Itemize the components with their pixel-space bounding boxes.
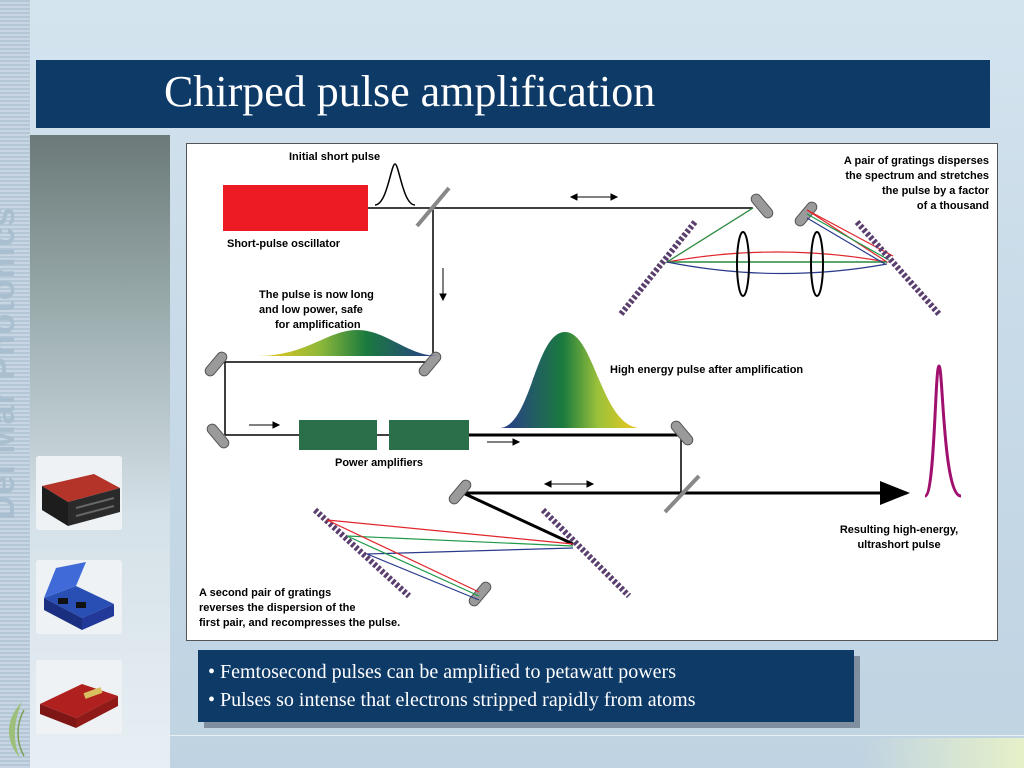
label-high-energy: High energy pulse after amplification [610, 364, 803, 376]
bullet-box: • Femtosecond pulses can be amplified to… [198, 650, 854, 722]
label-grating-pair-1-line-1: A pair of gratings disperses [844, 155, 989, 167]
cpa-diagram-svg: Initial short pulse Short-pulse oscillat… [199, 151, 990, 629]
label-result-line-1: Resulting high-energy, [840, 524, 958, 536]
label-amplifiers: Power amplifiers [335, 457, 423, 469]
label-initial-pulse: Initial short pulse [289, 151, 380, 163]
laser-box-photo [36, 456, 122, 530]
label-grating-pair-1-line-3: the pulse by a factor [882, 185, 990, 197]
lenses [736, 231, 824, 297]
high-energy-pulse-shape [499, 332, 641, 428]
label-stretched-line-1: The pulse is now long [259, 289, 374, 301]
bullet-1: • Femtosecond pulses can be amplified to… [208, 661, 676, 683]
amplifier-block-1 [299, 420, 377, 450]
gratings [312, 220, 942, 599]
bottom-divider [170, 735, 1024, 736]
cpa-diagram: Initial short pulse Short-pulse oscillat… [186, 143, 998, 641]
label-grating-pair-2-line-3: first pair, and recompresses the pulse. [199, 617, 400, 629]
blue-case-photo [36, 560, 122, 634]
label-oscillator: Short-pulse oscillator [227, 238, 341, 250]
brand-watermark: Del Mar Photonics [0, 206, 22, 520]
oscillator-block [223, 185, 368, 231]
grating-2-rays [326, 519, 574, 601]
label-stretched-line-2: and low power, safe [259, 304, 363, 316]
bottom-glow [860, 738, 1024, 768]
left-decorative-strip [0, 0, 30, 768]
label-stretched-line-3: for amplification [275, 319, 361, 331]
initial-pulse-shape [374, 163, 416, 206]
red-laser-photo [36, 660, 122, 734]
output-pulse-shape [923, 364, 962, 498]
title-bar: Chirped pulse amplification [36, 60, 990, 128]
label-grating-pair-1-line-4: of a thousand [917, 200, 989, 212]
mirrors [204, 186, 818, 607]
stretched-pulse-shape [257, 330, 439, 356]
grating-1-rays [664, 207, 894, 275]
label-grating-pair-2-line-2: reverses the dispersion of the [199, 602, 356, 614]
bullet-2: • Pulses so intense that electrons strip… [208, 689, 696, 711]
label-grating-pair-1-line-2: the spectrum and stretches [845, 170, 989, 182]
slide-title: Chirped pulse amplification [164, 67, 656, 116]
label-result-line-2: ultrashort pulse [857, 539, 940, 551]
amplifier-block-2 [389, 420, 469, 450]
label-grating-pair-2-line-1: A second pair of gratings [199, 587, 331, 599]
direction-arrows [249, 193, 619, 488]
leaf-logo-icon [8, 702, 25, 758]
